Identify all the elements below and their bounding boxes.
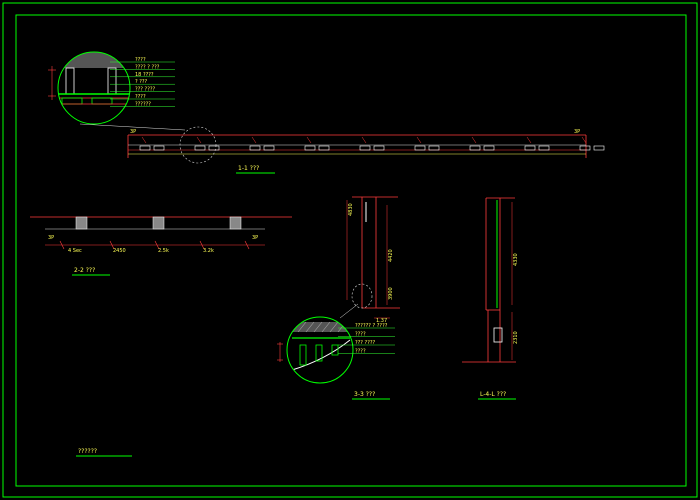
detail-a: ???????? ? ???18 ????? ?????? ??????????…	[48, 51, 186, 131]
section-4-dim-2: 2310	[513, 331, 519, 344]
section-3-3: 4830 4420 3900 1.37 3-3 ???	[346, 196, 400, 400]
section-2-2-dim-4: 3.2k	[203, 248, 214, 254]
detail-b-note: ??? ????	[355, 340, 376, 346]
section-2-2-dim-3: 2.5k	[158, 248, 169, 254]
section-4-caption: L-4-L ???	[480, 391, 506, 398]
post-marker	[249, 136, 275, 151]
section-3-3-dim-1: 4830	[348, 203, 354, 216]
detail-a-note: ??? ????	[135, 87, 156, 93]
post-marker	[414, 136, 440, 151]
detail-b-note: ????	[355, 332, 366, 338]
post-marker	[194, 136, 220, 151]
section-2-2-dim-1: 4 Sec	[68, 248, 82, 254]
inner-border	[15, 14, 687, 487]
svg-text:3P: 3P	[574, 129, 580, 135]
detail-b-circle	[286, 316, 354, 384]
section-3-3-dim-3: 3900	[388, 287, 394, 300]
detail-b-note: ?????? ? ????	[355, 323, 388, 329]
detail-a-circle	[57, 51, 131, 125]
drawing-title-text: ??????	[78, 448, 97, 455]
post-marker	[139, 136, 165, 151]
section-3-3-caption: 3-3 ???	[354, 391, 375, 398]
post-marker	[579, 136, 605, 151]
section-4-dim-1: 4330	[513, 253, 519, 266]
section-1-1-caption: 1-1 ???	[238, 165, 259, 172]
svg-text:3P: 3P	[48, 235, 54, 241]
detail-b: ?????? ? ???????? ??? ????????	[277, 303, 395, 384]
svg-text:3P: 3P	[130, 129, 136, 135]
section-3-3-dim-4: 1.37	[376, 318, 387, 324]
detail-a-note: ????	[135, 94, 146, 100]
section-2-2-caption: 2-2 ???	[74, 267, 95, 274]
section-1-1: 3P 3P 1-1 ???	[127, 126, 605, 174]
post-marker	[304, 136, 330, 151]
detail-a-note: ???? ? ???	[135, 64, 160, 70]
section-2-2: 3P 3P 4 Sec 2450 2.5k 3.2k 2-2 ???	[30, 216, 292, 276]
post-marker	[469, 136, 495, 151]
post-marker	[524, 136, 550, 151]
section-3-3-dim-2: 4420	[388, 249, 394, 262]
section-2-2-dim-2: 2450	[113, 248, 126, 254]
detail-a-note: ????	[135, 57, 146, 63]
svg-text:3P: 3P	[252, 235, 258, 241]
detail-a-note: 18 ????	[135, 72, 154, 78]
section-4: 4330 2310 L-4-L ???	[462, 197, 519, 400]
detail-callout-circle-a	[179, 126, 217, 164]
detail-b-note: ????	[355, 349, 366, 355]
detail-a-note: ? ???	[135, 79, 148, 85]
post-marker	[359, 136, 385, 151]
detail-a-note: ??????	[135, 101, 151, 107]
detail-callout-circle-b	[351, 283, 373, 309]
drawing-title: ??????	[76, 448, 132, 457]
